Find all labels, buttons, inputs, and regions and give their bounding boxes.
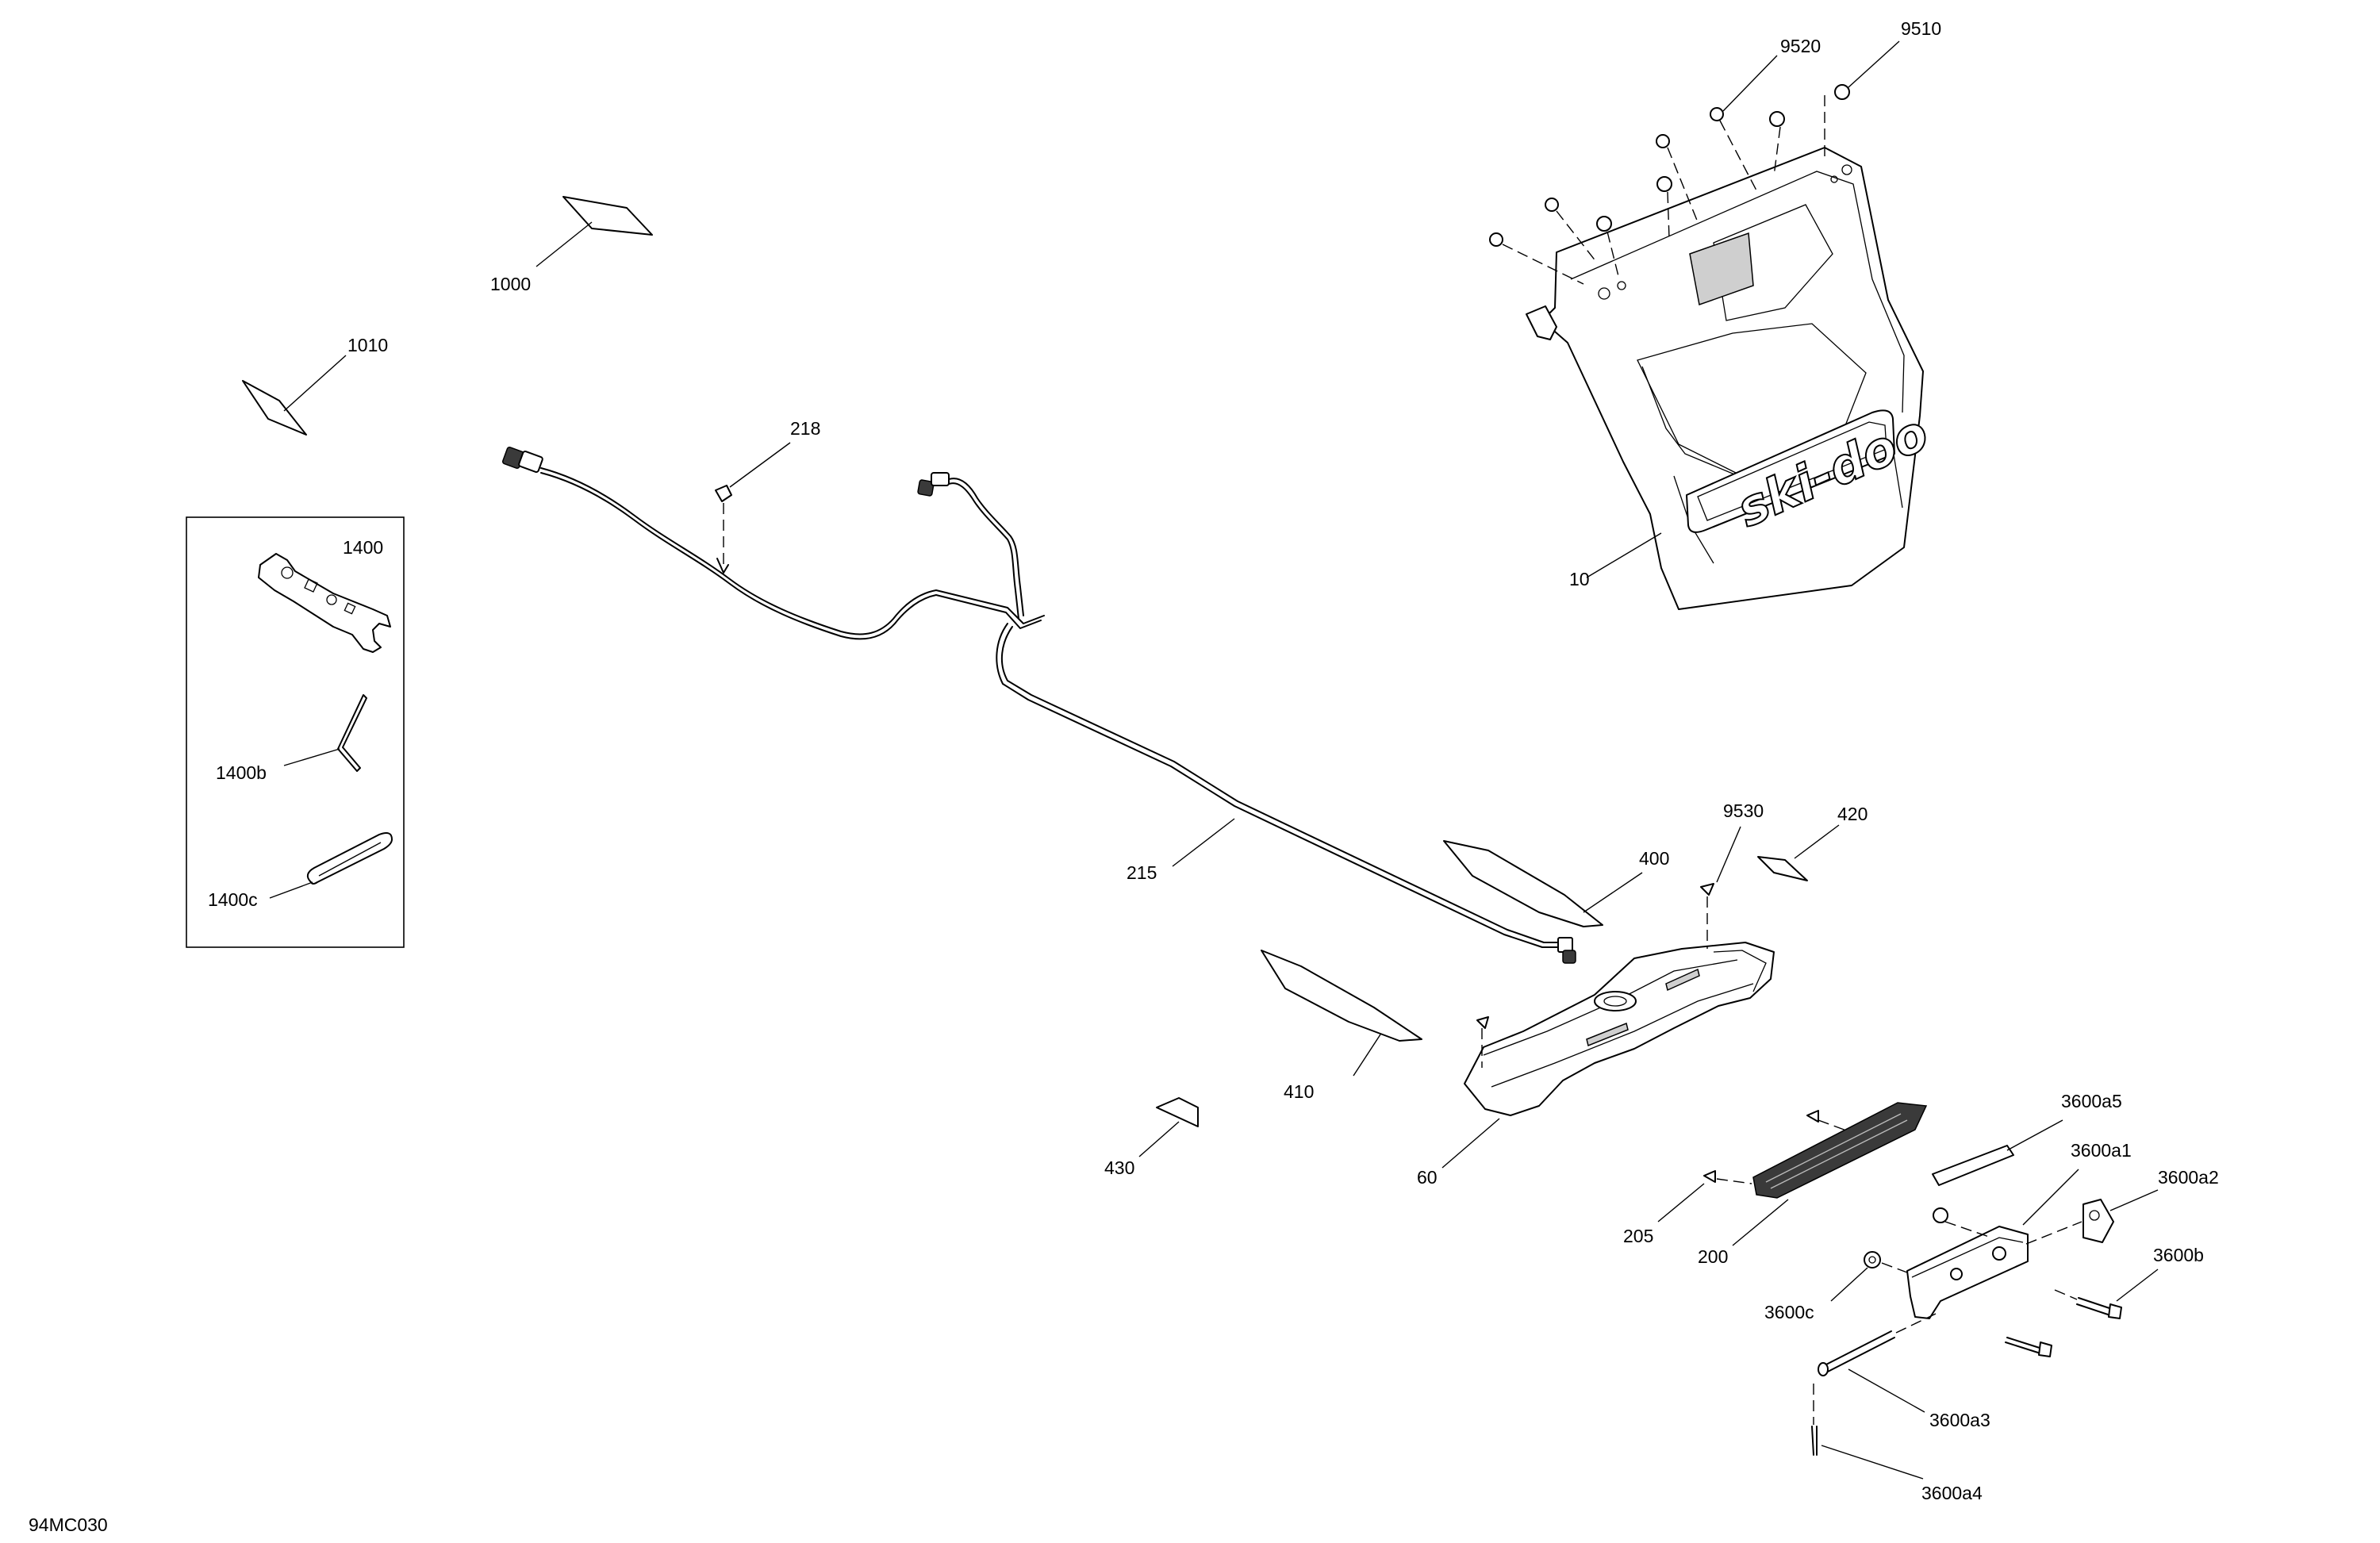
hex-key-1400b[interactable]: 1400b — [216, 694, 367, 783]
callout-9520: 9520 — [1780, 36, 1821, 56]
bracket-3600a1[interactable]: 3600a1 — [1906, 1140, 2132, 1319]
callout-3600a2: 3600a2 — [2158, 1167, 2219, 1188]
decal-430[interactable]: 430 — [1104, 1097, 1199, 1178]
callout-3600b: 3600b — [2153, 1245, 2204, 1265]
callout-1400b: 1400b — [216, 762, 267, 783]
callout-9530: 9530 — [1723, 800, 1764, 821]
decal-1000[interactable]: 1000 — [490, 196, 653, 294]
nuts-9520[interactable]: 9520 — [1489, 36, 1821, 285]
clip-218[interactable]: 218 — [715, 418, 820, 565]
decal-410[interactable]: 410 — [1261, 950, 1422, 1102]
decal-1010[interactable]: 1010 — [242, 335, 388, 436]
callout-1010: 1010 — [347, 335, 388, 355]
hinge-3600a2[interactable]: 3600a2 — [2025, 1167, 2219, 1245]
rear-flap-10[interactable]: ski-doo 10 — [1526, 147, 1937, 610]
screws-205[interactable]: 205 — [1623, 1110, 1849, 1246]
screw-left-60[interactable] — [1476, 1016, 1489, 1068]
callout-420: 420 — [1837, 804, 1868, 824]
callout-3600c: 3600c — [1764, 1302, 1814, 1322]
callout-3600a3: 3600a3 — [1929, 1410, 1990, 1430]
decal-420[interactable]: 420 — [1757, 804, 1868, 881]
callout-1400c: 1400c — [208, 889, 258, 910]
decal-400[interactable]: 400 — [1443, 840, 1669, 927]
callout-10: 10 — [1569, 569, 1590, 589]
nut-top-3600[interactable] — [1933, 1207, 1992, 1238]
callout-215: 215 — [1127, 862, 1157, 883]
strap-1400c[interactable]: 1400c — [208, 832, 393, 910]
wrench-1400[interactable]: 1400 — [258, 537, 391, 653]
screw-lower-3600[interactable] — [2005, 1337, 2052, 1357]
reflector-3600a5[interactable]: 3600a5 — [1932, 1091, 2122, 1186]
callout-410: 410 — [1284, 1081, 1314, 1102]
screw-9530[interactable]: 9530 — [1700, 800, 1764, 949]
callout-400: 400 — [1639, 848, 1669, 869]
cotter-pin-3600a4[interactable]: 3600a4 — [1811, 1384, 1983, 1503]
callout-3600a4: 3600a4 — [1921, 1483, 1983, 1503]
taillight-lens-200[interactable]: 200 — [1698, 1102, 1928, 1267]
nut-3600c[interactable]: 3600c — [1764, 1251, 1908, 1322]
callout-430: 430 — [1104, 1157, 1134, 1178]
callout-3600a1: 3600a1 — [2071, 1140, 2132, 1161]
callout-218: 218 — [790, 418, 820, 439]
bolt-3600b[interactable]: 3600b — [2054, 1245, 2204, 1319]
callout-200: 200 — [1698, 1246, 1728, 1267]
callout-3600a5: 3600a5 — [2061, 1091, 2122, 1111]
taillight-housing-60[interactable]: 60 — [1417, 942, 1775, 1188]
callout-1000: 1000 — [490, 274, 531, 294]
callout-9510: 9510 — [1901, 18, 1941, 39]
callout-1400: 1400 — [343, 537, 383, 558]
callout-205: 205 — [1623, 1226, 1653, 1246]
wiring-harness-215[interactable]: 215 — [501, 446, 1576, 964]
diagram-id: 94MC030 — [29, 1514, 108, 1535]
pin-3600a3[interactable]: 3600a3 — [1818, 1313, 1990, 1430]
screws-9510[interactable]: 9510 — [1596, 18, 1941, 277]
tool-kit-box — [186, 516, 405, 948]
callout-60: 60 — [1417, 1167, 1438, 1188]
